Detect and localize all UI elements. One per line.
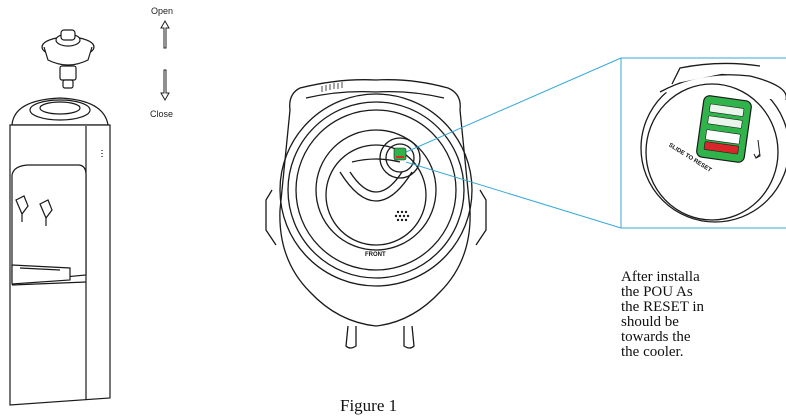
open-close-indicator: Open Close [150,6,173,119]
cooler-top-view [265,79,487,349]
water-cooler-illustration [9,29,111,406]
cap-assembly [41,29,95,89]
small-reset-indicator [393,147,407,161]
up-arrow-icon [160,19,170,49]
down-arrow-icon [160,69,170,102]
vent-grille [321,82,343,92]
callout-lines [405,57,786,229]
vent-dots [394,210,410,222]
installation-note: After installa the POU As the RESET in s… [621,270,786,413]
open-label: Open [151,6,173,16]
note-line: the RESET in [621,299,705,315]
figure-caption: Figure 1 [340,396,398,415]
close-label: Close [150,109,173,119]
note-line: the POU As [621,284,693,300]
note-line: should be [621,314,679,330]
note-line: the cooler. [621,344,684,360]
note-line: towards the [621,329,691,345]
front-label: FRONT [365,252,386,258]
note-line: After installa [621,270,700,285]
slide-arrow-icon [753,139,761,159]
reset-indicator [696,95,752,163]
